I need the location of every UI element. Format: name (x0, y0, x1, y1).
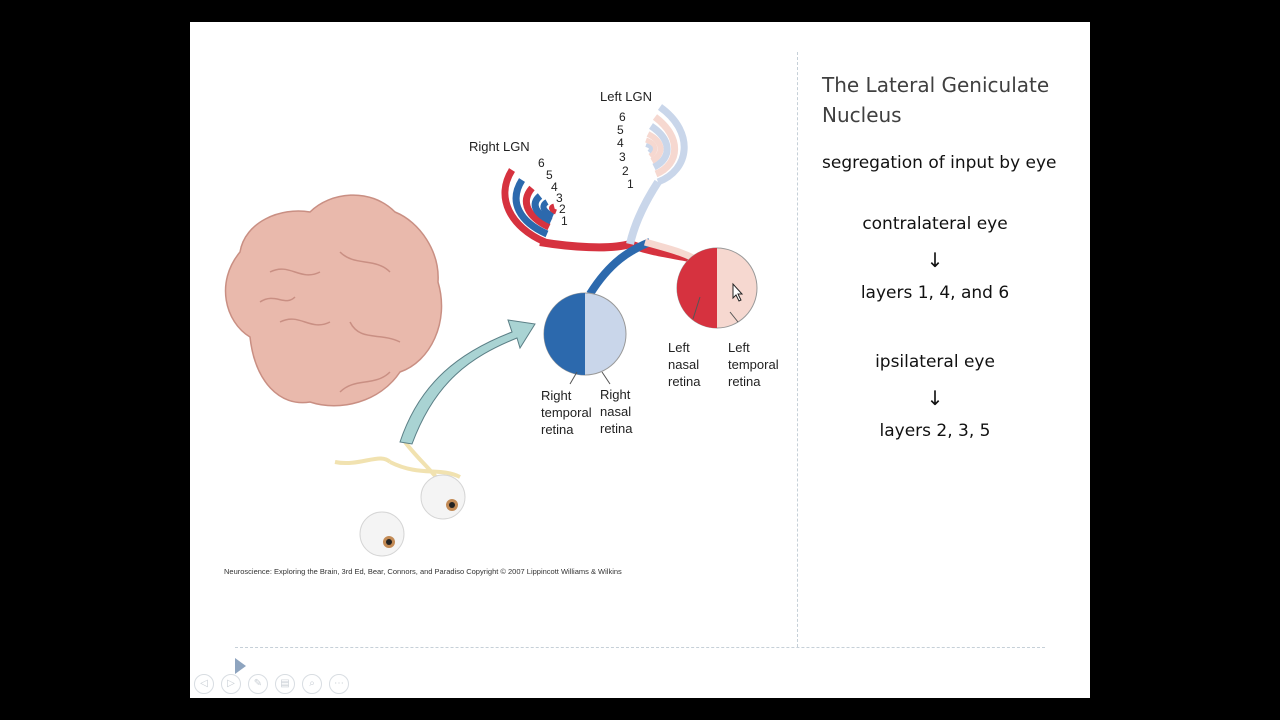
left-layer-number: 1 (627, 177, 634, 191)
left-layer-number: 4 (617, 136, 624, 150)
pathway-blue (586, 238, 652, 297)
column-divider (797, 52, 798, 647)
right-nasal-pointer (601, 371, 611, 385)
ipsilateral-label: ipsilateral eye (875, 352, 995, 372)
pathway-red (539, 238, 691, 262)
pen-icon[interactable]: ✎ (248, 674, 268, 694)
right-layer-number: 5 (546, 168, 553, 182)
left-nasal-pointer (692, 296, 701, 320)
right-lgn-label: Right LGN (469, 139, 530, 154)
left-nasal-label: Left nasal retina (668, 340, 703, 389)
mouse-cursor-icon (732, 282, 744, 302)
down-arrow-icon: ↓ (926, 248, 944, 272)
eye-left (359, 511, 405, 557)
left-layer-number: 3 (619, 150, 626, 164)
more-icon[interactable]: ⋯ (329, 674, 349, 694)
right-layer-number: 2 (559, 202, 566, 216)
figure-credit: Neuroscience: Exploring the Brain, 3rd E… (224, 567, 622, 576)
right-layer-number: 3 (556, 191, 563, 205)
left-layer-number: 5 (617, 123, 624, 137)
left-lgn-layer-numbers: 6 5 4 3 2 1 (617, 110, 634, 191)
ipsilateral-layers: layers 2, 3, 5 (879, 421, 991, 441)
right-lgn-layer-numbers: 6 5 4 3 2 1 (538, 156, 568, 228)
right-nasal-label: Right nasal retina (600, 387, 635, 436)
left-retina (676, 247, 758, 329)
right-layer-number: 4 (551, 180, 558, 194)
slides-icon[interactable]: ▤ (275, 674, 295, 694)
left-layer-number: 2 (622, 164, 629, 178)
segregation-text: segregation of input by eye (822, 153, 1057, 173)
lgn-figure: Right LGN 6 5 4 3 2 1 Left LGN 6 5 4 3 2… (224, 89, 782, 557)
play-icon[interactable] (235, 658, 246, 674)
pathway-pale-blue (626, 179, 662, 245)
left-lgn (645, 104, 688, 186)
previous-icon[interactable]: ◁ (194, 674, 214, 694)
left-lgn-label: Left LGN (600, 89, 652, 104)
contralateral-layers: layers 1, 4, and 6 (860, 283, 1010, 303)
left-temporal-label: Left temporal retina (728, 340, 782, 389)
slide: Right LGN 6 5 4 3 2 1 Left LGN 6 5 4 3 2… (190, 22, 1090, 698)
eye-right (420, 474, 466, 520)
right-layer-number: 6 (538, 156, 545, 170)
zoom-icon[interactable]: ⌕ (302, 674, 322, 694)
right-layer-number: 1 (561, 214, 568, 228)
brain-illustration (224, 194, 443, 407)
slideshow-controls: ◁ ▷ ✎ ▤ ⌕ ⋯ (194, 674, 349, 694)
zoom-arrow (399, 319, 536, 445)
right-retina (543, 292, 627, 376)
right-temporal-label: Right temporal retina (541, 388, 595, 437)
right-temporal-pointer (569, 371, 578, 385)
slide-title: The Lateral Geniculate Nucleus (822, 73, 1050, 127)
footer-divider (235, 647, 1045, 648)
right-lgn (501, 168, 558, 246)
down-arrow-icon: ↓ (926, 386, 944, 410)
contralateral-label: contralateral eye (862, 214, 1008, 234)
left-layer-number: 6 (619, 110, 626, 124)
left-temporal-pointer (729, 311, 739, 323)
next-icon[interactable]: ▷ (221, 674, 241, 694)
